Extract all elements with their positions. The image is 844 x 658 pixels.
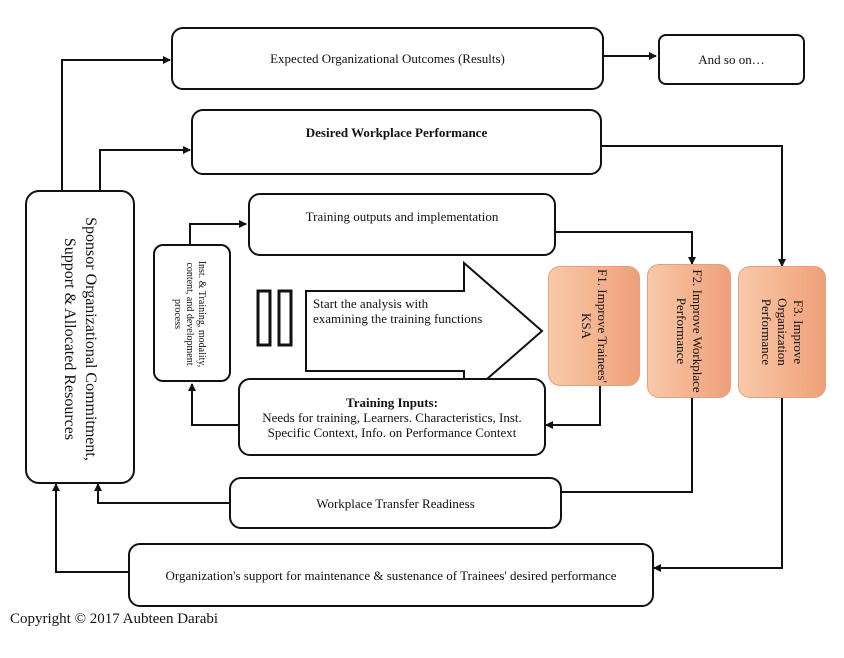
inst-training-label: Inst. & Training, modality, content, and…: [172, 260, 207, 368]
arrow-performance-to-f3: [602, 145, 786, 267]
training-inputs-box: Training Inputs: Needs for training, Lea…: [238, 378, 546, 456]
arrow-inst-to-outputs: [189, 220, 247, 244]
org-support-label: Organization's support for maintenance &…: [165, 567, 617, 583]
arrow-f1-to-inputs: [545, 386, 601, 429]
arrow-sponsor-to-outcomes: [61, 56, 171, 190]
and-so-on-box: And so on…: [658, 34, 805, 85]
sponsor-label: Sponsor Organizational Commitment, Suppo…: [61, 217, 99, 461]
training-outputs-box: Training outputs and implementation: [248, 193, 556, 256]
transfer-readiness-box: Workplace Transfer Readiness: [229, 477, 562, 529]
f2-box: [647, 264, 731, 398]
arrow-support-to-sponsor: [52, 483, 128, 573]
arrow-f2-to-transfer: [562, 398, 693, 493]
arrow-f3-to-support: [653, 398, 783, 572]
start-analysis-big-arrow: [305, 260, 544, 402]
desired-performance-box: Desired Workplace Performance: [191, 109, 602, 175]
training-inputs-title: Training Inputs:: [346, 394, 438, 410]
f1-box: [548, 266, 640, 386]
sponsor-box: [25, 190, 135, 484]
inst-training-box: [153, 244, 231, 382]
start-analysis-label: Start the analysis with examining the tr…: [313, 296, 483, 326]
arrow-transfer-to-sponsor: [94, 483, 229, 504]
and-so-on-label: And so on…: [698, 52, 765, 67]
training-outputs-label: Training outputs and implementation: [305, 209, 499, 224]
arrow-outputs-to-f2: [556, 231, 696, 265]
org-support-box: Organization's support for maintenance &…: [128, 543, 654, 607]
f3-label: F3. Improve Organization Performance: [759, 298, 806, 366]
arrow-sponsor-to-performance: [99, 146, 191, 190]
f1-label: F1. Improve Trainees' KSA: [579, 269, 610, 383]
copyright-text: Copyright © 2017 Aubteen Darabi: [10, 611, 219, 627]
training-inputs-line2: Specific Context, Info. on Performance C…: [267, 424, 517, 440]
training-inputs-line1: Needs for training, Learners. Characteri…: [262, 409, 522, 425]
double-bar-right: [277, 289, 293, 347]
arrow-inputs-to-inst: [188, 383, 238, 426]
desired-performance-label: Desired Workplace Performance: [305, 125, 488, 140]
double-bar-left: [256, 289, 272, 347]
transfer-readiness-label: Workplace Transfer Readiness: [316, 495, 475, 511]
f2-label: F2. Improve Workplace Performance: [674, 269, 705, 393]
f3-box: [738, 266, 826, 398]
outcomes-box: Expected Organizational Outcomes (Result…: [171, 27, 604, 90]
outcomes-label: Expected Organizational Outcomes (Result…: [270, 51, 505, 66]
